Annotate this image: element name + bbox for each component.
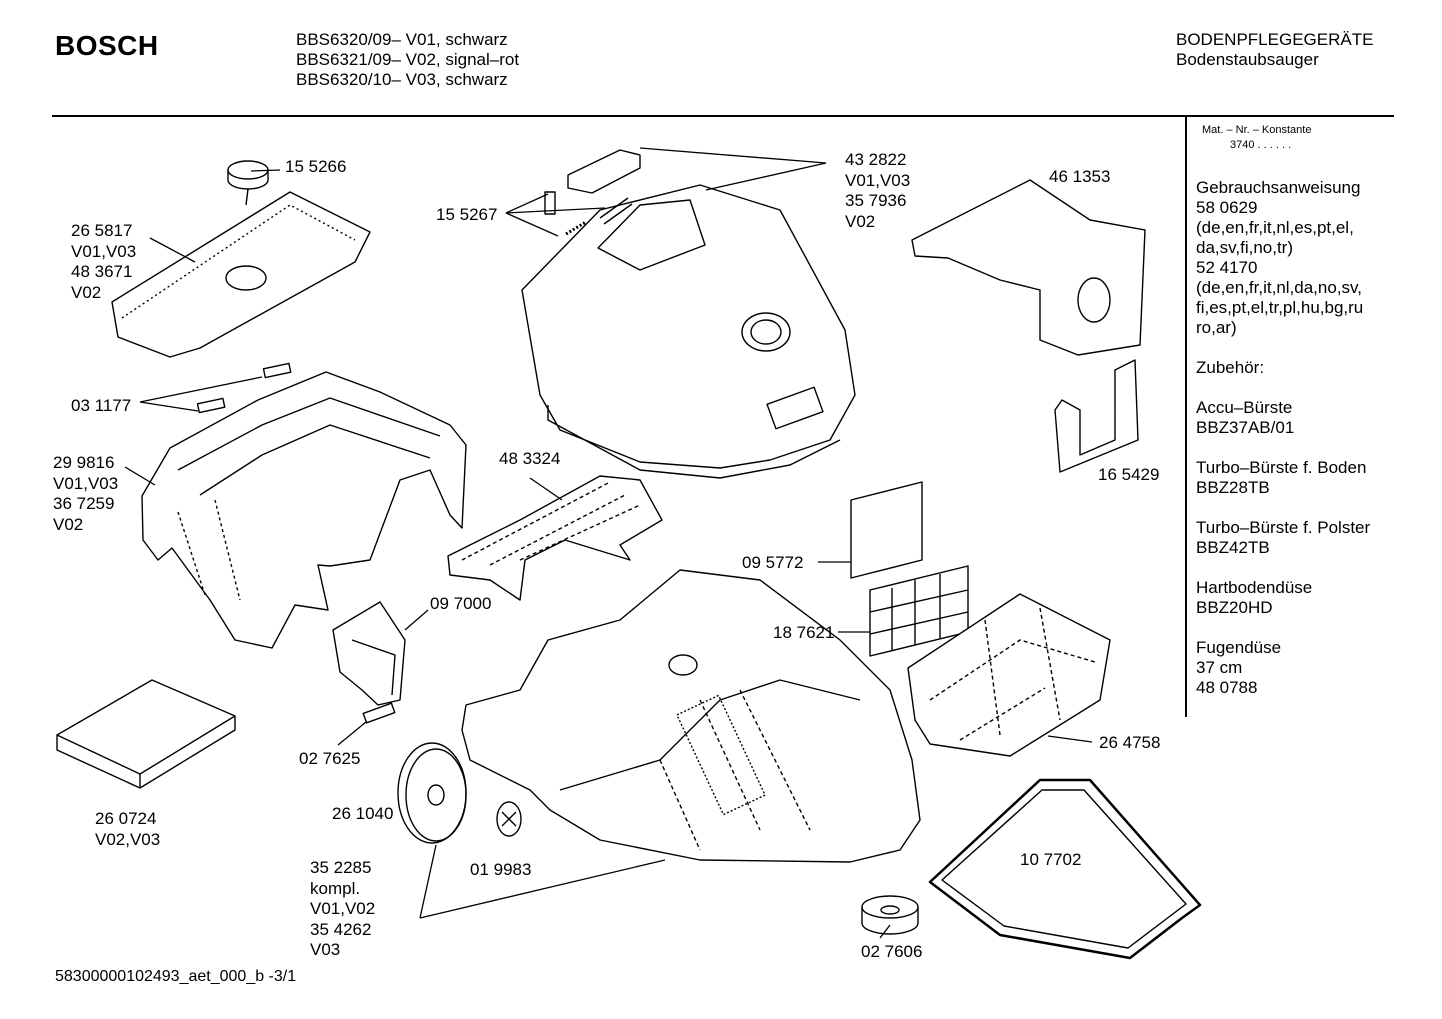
part-label-027606: 02 7606 xyxy=(861,942,923,961)
motor-mount-part xyxy=(447,475,663,601)
sidebar-line: fi,es,pt,el,tr,pl,hu,bg,ru xyxy=(1196,298,1364,317)
sidebar-line: Accu–Bürste xyxy=(1196,398,1293,417)
cyclone-cup-part xyxy=(861,895,919,935)
sidebar-line: BBZ37AB/01 xyxy=(1196,418,1295,437)
part-label-461353: 46 1353 xyxy=(1049,167,1111,186)
model-list: BBS6320/09– V01, schwarz BBS6321/09– V02… xyxy=(296,30,519,90)
brand-logo: BOSCH xyxy=(55,30,159,61)
part-label-097000: 09 7000 xyxy=(430,594,492,613)
sidebar-line: ro,ar) xyxy=(1196,318,1237,337)
sidebar-line: Gebrauchsanweisung xyxy=(1196,178,1361,197)
sidebar-line: BBZ20HD xyxy=(1196,598,1273,617)
part-label-095772: 09 5772 xyxy=(742,553,804,572)
part-label-187621: 18 7621 xyxy=(773,623,835,642)
filter-plate-part xyxy=(56,679,236,789)
material-number-value: 3740 . . . . . . xyxy=(1230,139,1292,151)
part-label-019983: 01 9983 xyxy=(470,860,532,879)
housing-part xyxy=(141,371,467,649)
material-number-label: Mat. – Nr. – Konstante xyxy=(1202,124,1312,136)
sidebar-line: Turbo–Bürste f. Polster xyxy=(1196,518,1371,537)
top-cover-part xyxy=(521,184,856,479)
material-number-block: Mat. – Nr. – Konstante 3740 . . . . . . xyxy=(1202,123,1311,153)
part-label-155267: 15 5267 xyxy=(436,205,498,224)
bag-holder-part xyxy=(1054,359,1139,473)
base-body-part xyxy=(461,569,921,863)
sidebar-line: BBZ28TB xyxy=(1196,478,1270,497)
category-block: BODENPFLEGEGERÄTE Bodenstaubsauger xyxy=(1176,30,1373,70)
model-line: BBS6320/10– V03, schwarz xyxy=(296,70,508,89)
model-line: BBS6321/09– V02, signal–rot xyxy=(296,50,520,69)
sidebar-line: Zubehör: xyxy=(1196,358,1265,377)
sidebar-line: da,sv,fi,no,tr) xyxy=(1196,238,1293,257)
document-id: 58300000102493_aet_000_b -3/1 xyxy=(55,968,297,985)
sidebar-line: (de,en,fr,it,nl,da,no,sv, xyxy=(1196,278,1362,297)
sidebar-line: 37 cm xyxy=(1196,658,1243,677)
part-label-031177: 03 1177 xyxy=(71,396,132,415)
knob-part xyxy=(227,160,269,206)
sidebar-divider xyxy=(1185,117,1187,717)
part-label-107702: 10 7702 xyxy=(1020,850,1082,869)
model-line: BBS6320/09– V01, schwarz xyxy=(296,30,508,49)
sidebar-line: 58 0629 xyxy=(1196,198,1258,217)
header-divider xyxy=(52,115,1394,117)
part-label-165429: 16 5429 xyxy=(1098,465,1160,484)
category-title: BODENPFLEGEGERÄTE xyxy=(1176,30,1374,49)
sidebar-line: (de,en,fr,it,nl,es,pt,el, xyxy=(1196,218,1354,237)
filter-cage-part xyxy=(907,593,1111,757)
part-label-027625: 02 7625 xyxy=(299,749,361,768)
sidebar-line: BBZ42TB xyxy=(1196,538,1270,557)
category-subtitle: Bodenstaubsauger xyxy=(1176,50,1319,69)
sidebar-line: 48 0788 xyxy=(1196,678,1258,697)
cover-lid-part xyxy=(111,191,371,358)
sidebar-line: Fugendüse xyxy=(1196,638,1282,657)
dust-bag-part xyxy=(911,179,1146,356)
part-label-264758: 26 4758 xyxy=(1099,733,1161,752)
sidebar-line: Turbo–Bürste f. Boden xyxy=(1196,458,1367,477)
hose-socket-part xyxy=(332,601,406,706)
sidebar-line: 52 4170 xyxy=(1196,258,1258,277)
part-label-483324: 48 3324 xyxy=(499,449,561,468)
sidebar-line: Hartbodendüse xyxy=(1196,578,1313,597)
wheel-part xyxy=(397,742,467,844)
part-label-155266: 15 5266 xyxy=(285,157,347,176)
part-label-261040: 26 1040 xyxy=(332,804,394,823)
